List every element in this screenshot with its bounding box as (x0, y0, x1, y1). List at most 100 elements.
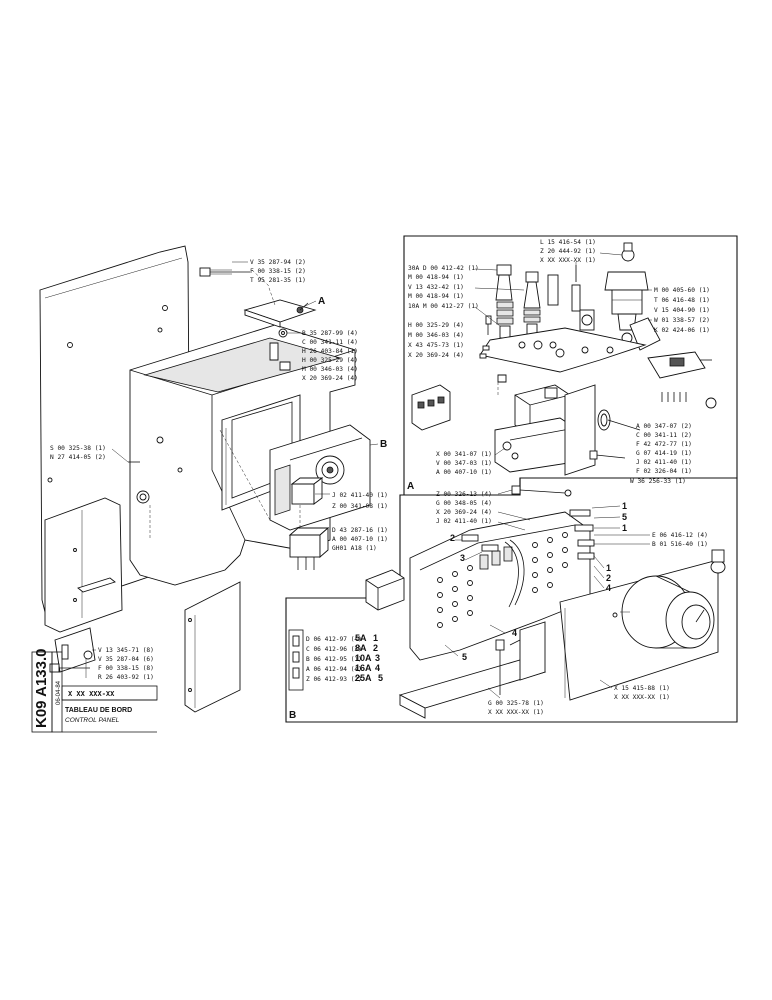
tag-a-detail: A (407, 481, 414, 492)
label-b-top-2: X 20 369-24 (4) (436, 509, 492, 516)
label-main-18: F 00 338-15 (8) (98, 665, 154, 672)
label-a-lr-0: A 00 347-07 (2) (636, 423, 692, 430)
label-main-1: F 00 338-15 (2) (250, 268, 306, 275)
label-main-3: B 35 287-99 (4) (302, 330, 358, 337)
label-main-7: M 00 346-03 (4) (302, 366, 358, 373)
fuse-2-code: B 06 412-95 (1) (306, 656, 362, 663)
label-main-14: A 00 407-10 (1) (332, 536, 388, 543)
detail-b-drawing (288, 485, 726, 719)
label-a-left-3: M 00 418-94 (1) (408, 293, 464, 300)
detail-b-frame (285, 477, 738, 723)
fuse-3-index: 4 (375, 663, 380, 673)
label-a-right-4: K 02 424-06 (1) (654, 327, 710, 334)
fuse-4-rating: 25A (355, 673, 372, 683)
callout-3-left: 3 (460, 553, 465, 563)
label-main-2: T 95 281-35 (1) (250, 277, 306, 284)
callout-4-r: 4 (606, 583, 611, 593)
label-a-left-0: 30A D 00 412-42 (1) (408, 265, 479, 272)
callout-1-r-top: 1 (622, 501, 627, 511)
callout-numbers: 2 3 4 5 1 5 1 1 2 4 (444, 501, 627, 662)
fuse-0-rating: 5A (355, 633, 367, 643)
title-french: TABLEAU DE BORD (65, 707, 132, 714)
label-main-6: H 00 325-29 (4) (302, 357, 358, 364)
label-main-9: S 00 325-38 (1) (50, 445, 106, 452)
callout-2-left: 2 (450, 533, 455, 543)
label-main-19: R 26 403-92 (1) (98, 674, 154, 681)
label-b-top-0: Z 00 326-13 (4) (436, 491, 492, 498)
drawing-number: K09 A133.0 (33, 649, 50, 729)
callout-1-r: 1 (622, 523, 627, 533)
left-cover (44, 497, 123, 633)
label-a-left-2: V 13 432-42 (1) (408, 284, 464, 291)
fuse-1-index: 2 (373, 643, 378, 653)
ref-code: X XX XXX-XX (68, 690, 115, 698)
label-a-left-5: H 00 325-29 (4) (408, 322, 464, 329)
label-a-top-0: L 15 416-54 (1) (540, 239, 596, 246)
label-main-17: V 35 287-04 (6) (98, 656, 154, 663)
label-main-4: C 00 341-11 (4) (302, 339, 358, 346)
tag-a-main: A (318, 296, 325, 307)
label-a-lr-4: J 02 411-40 (1) (636, 459, 692, 466)
title-english: CONTROL PANEL (65, 717, 120, 724)
label-a-right-0: M 00 405-60 (1) (654, 287, 710, 294)
label-main-11: J 02 411-40 (1) (332, 492, 388, 499)
label-a-top-1: Z 20 444-92 (1) (540, 248, 596, 255)
label-b-right-0: E 06 416-12 (4) (652, 532, 708, 539)
label-main-15: GH01 A18 (1) (332, 545, 377, 552)
fuse-4-index: 5 (378, 673, 383, 683)
tag-b-detail: B (289, 710, 296, 721)
label-a-lr-3: G 07 414-19 (1) (636, 450, 692, 457)
fuse-grid (437, 532, 568, 628)
callout-5-r: 5 (622, 512, 627, 522)
detail-b-labels: Z 00 326-13 (4) G 00 348-05 (4) X 20 369… (306, 489, 708, 716)
label-main-13: D 43 287-16 (1) (332, 527, 388, 534)
detail-a-drawing (411, 242, 717, 476)
title-block: K09 A133.0 06-04-84 X XX XXX-XX TABLEAU … (31, 649, 158, 733)
main-label-group: V 35 287-94 (2) F 00 338-15 (2) T 95 281… (50, 259, 388, 681)
label-b-bottom-0: G 00 325-78 (1) (488, 700, 544, 707)
label-b-top-3: J 02 411-40 (1) (436, 518, 492, 525)
drawing-date: 06-04-84 (56, 680, 62, 705)
label-b-top-1: G 00 348-05 (4) (436, 500, 492, 507)
fuse-1-rating: 8A (355, 643, 367, 653)
label-a-top-2: X XX XXX-XX (1) (540, 257, 596, 264)
callout-1-r2: 1 (606, 563, 611, 573)
fuse-1-code: C 06 412-96 (3) (306, 646, 362, 653)
callout-5-bottom: 5 (462, 652, 467, 662)
label-a-ll-1: V 00 347-03 (1) (436, 460, 492, 467)
label-a-left-1: M 00 418-94 (1) (408, 274, 464, 281)
right-cover (184, 581, 241, 713)
label-main-0: V 35 287-94 (2) (250, 259, 306, 266)
detail-a-labels: L 15 416-54 (1) Z 20 444-92 (1) X XX XXX… (408, 239, 710, 485)
label-a-left-4: 10A M 00 412-27 (1) (408, 303, 479, 310)
label-a-ll-0: X 00 341-07 (1) (436, 451, 492, 458)
fuse-0-index: 1 (373, 633, 378, 643)
label-a-right-2: V 15 404-90 (1) (654, 307, 710, 314)
label-main-16: V 13 345-71 (8) (98, 647, 154, 654)
label-a-lr-2: F 42 472-77 (1) (636, 441, 692, 448)
main-assembly-drawing (39, 245, 371, 713)
label-b-bottom-1: X XX XXX-XX (1) (488, 709, 544, 716)
label-b-br-1: X XX XXX-XX (1) (614, 694, 670, 701)
fuse-0-code: D 06 412-97 (4) (306, 636, 362, 643)
label-a-left-7: X 43 475-73 (1) (408, 342, 464, 349)
fuse-4-code: Z 06 412-93 (2) (306, 676, 362, 683)
label-a-left-8: X 20 369-24 (4) (408, 352, 464, 359)
label-main-8: X 20 369-24 (4) (302, 375, 358, 382)
tag-b-main: B (380, 439, 387, 450)
label-a-lr-1: C 00 341-11 (2) (636, 432, 692, 439)
fuse-list: D 06 412-97 (4) 5A 1 C 06 412-96 (3) 8A … (306, 633, 383, 683)
label-a-lr-6: W 36 256-33 (1) (630, 478, 686, 485)
label-main-12: Z 00 341-08 (1) (332, 503, 388, 510)
label-a-right-3: W 01 338-57 (2) (654, 317, 710, 324)
label-a-lr-5: F 02 326-04 (1) (636, 468, 692, 475)
label-main-10: N 27 414-05 (2) (50, 454, 106, 461)
fuse-3-code: A 06 412-94 (4) (306, 666, 362, 673)
fuse-3-rating: 16A (355, 663, 372, 673)
label-a-right-1: T 06 416-48 (1) (654, 297, 710, 304)
callout-4-center: 4 (512, 628, 517, 638)
label-a-ll-2: A 00 407-10 (1) (436, 469, 492, 476)
callout-2-r: 2 (606, 573, 611, 583)
label-main-5: H 26 403-84 (1) (302, 348, 358, 355)
